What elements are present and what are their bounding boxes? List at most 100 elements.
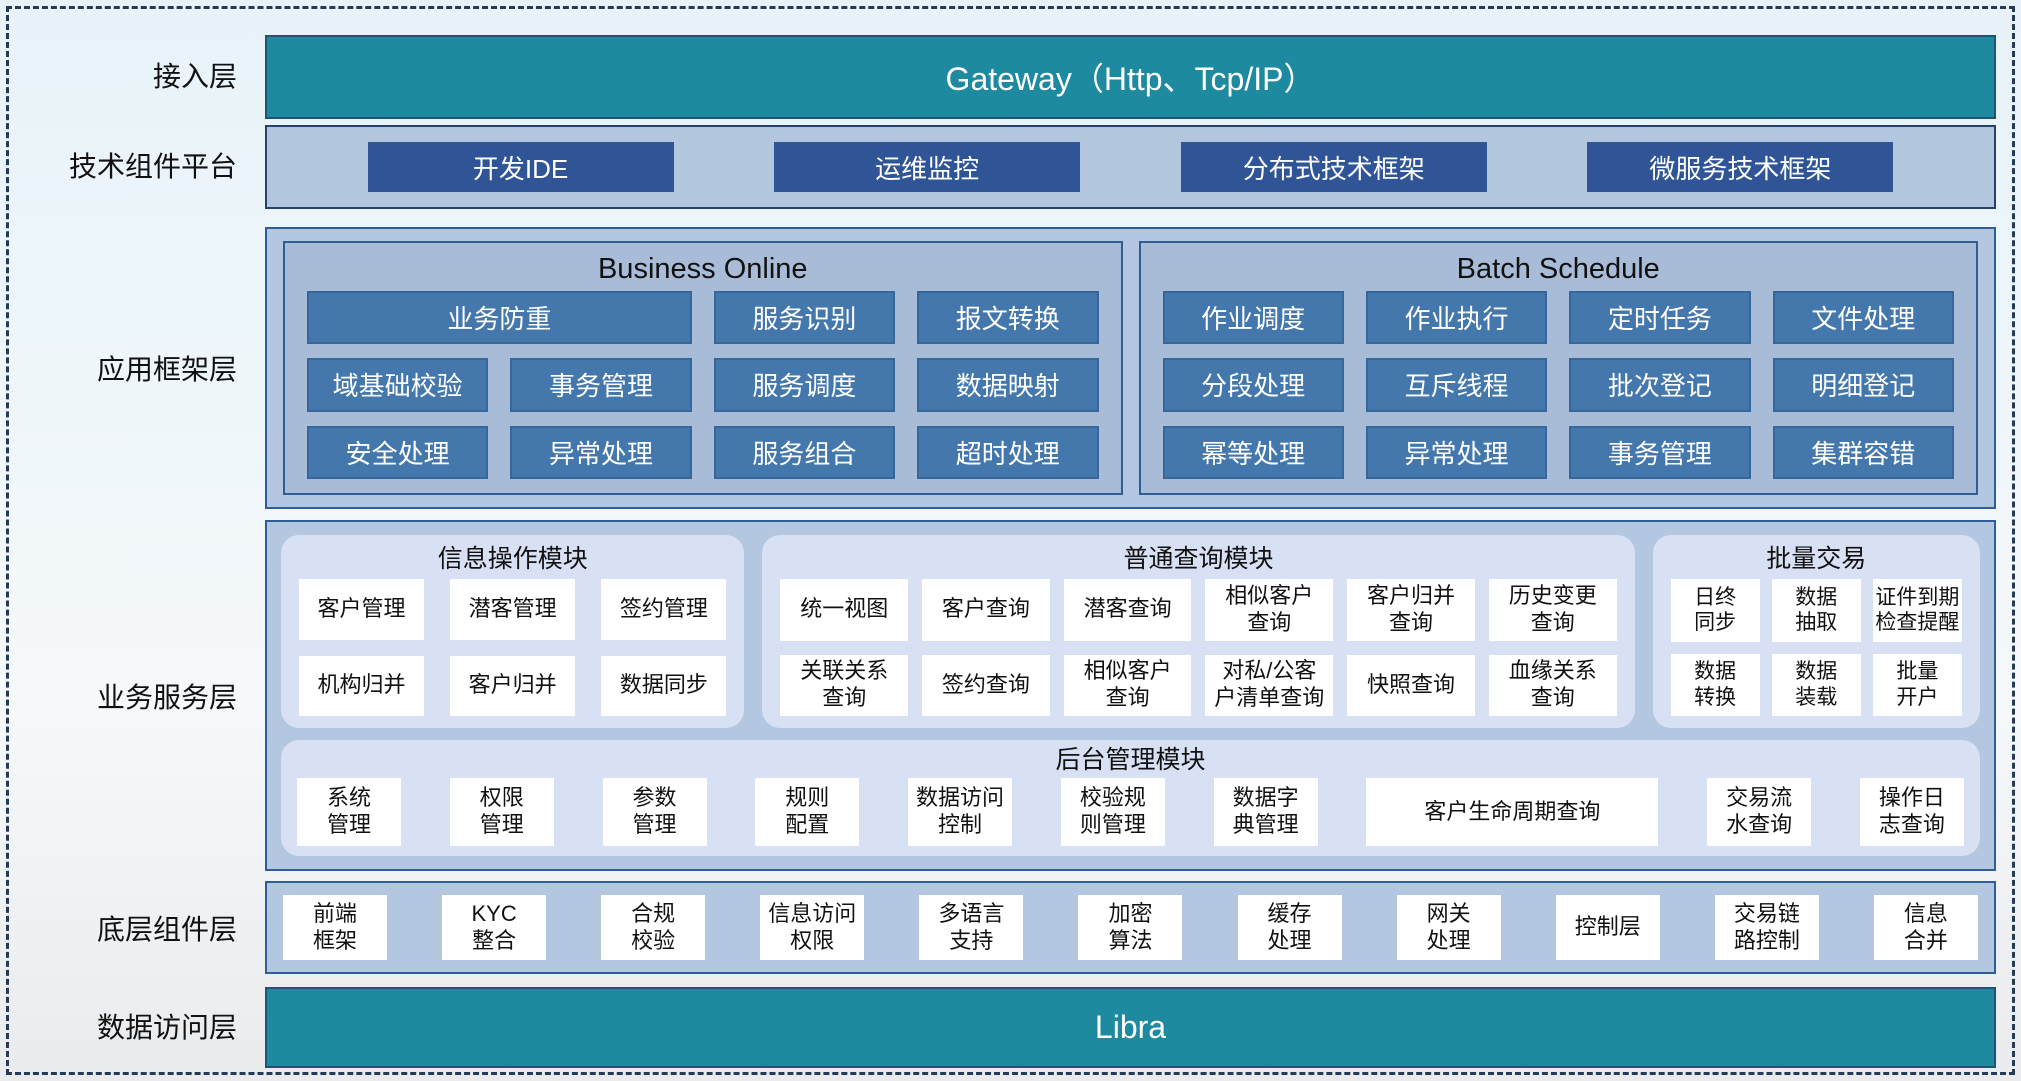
- service-item-box: 潜客管理: [450, 579, 576, 640]
- admin-module: 后台管理模块 系统 管理权限 管理参数 管理规则 配置数据访问 控制校验规 则管…: [281, 740, 1980, 856]
- framework-feature-box: 异常处理: [510, 425, 692, 479]
- framework-feature-box: 集群容错: [1772, 425, 1954, 479]
- service-item-box: 对私/公客 户清单查询: [1205, 654, 1334, 716]
- service-item-box: 统一视图: [780, 579, 909, 641]
- layer-label-business-service: 业务服务层: [96, 681, 237, 713]
- info-operation-title: 信息操作模块: [437, 545, 588, 573]
- framework-feature-box: 分段处理: [1162, 358, 1344, 412]
- framework-feature-box: 明细登记: [1772, 358, 1954, 412]
- base-component-box: 缓存 处理: [1237, 895, 1342, 960]
- admin-item-box: 操作日 志查询: [1859, 778, 1964, 846]
- base-component-box: 交易链 路控制: [1714, 895, 1819, 960]
- row-tech-platform: 技术组件平台 开发IDE 运维监控 分布式技术框架 微服务技术框架: [9, 125, 2012, 209]
- general-query-module: 普通查询模块 统一视图客户查询潜客查询相似客户 查询客户归并 查询历史变更 查询…: [762, 535, 1635, 728]
- service-item-box: 数据同步: [601, 655, 727, 716]
- admin-module-title: 后台管理模块: [1055, 746, 1206, 774]
- row-access-layer: 接入层 Gateway（Http、Tcp/IP）: [9, 35, 2012, 119]
- service-item-box: 客户归并: [450, 655, 576, 716]
- tech-component-box: 分布式技术框架: [1180, 142, 1487, 192]
- service-item-box: 历史变更 查询: [1488, 579, 1617, 641]
- framework-feature-box: 报文转换: [917, 291, 1099, 345]
- business-online-group: Business Online 业务防重服务识别报文转换域基础校验事务管理服务调…: [283, 241, 1123, 495]
- base-component-box: 信息 合并: [1873, 895, 1978, 960]
- libra-bar: Libra: [265, 987, 1996, 1068]
- batch-schedule-group: Batch Schedule 作业调度作业执行定时任务文件处理分段处理互斥线程批…: [1138, 241, 1978, 495]
- framework-feature-box: 事务管理: [1569, 425, 1751, 479]
- service-item-box: 相似客户 查询: [1205, 579, 1334, 641]
- service-item-box: 批量 开户: [1872, 653, 1962, 716]
- framework-feature-box: 作业执行: [1365, 291, 1548, 345]
- framework-feature-box: 作业调度: [1162, 291, 1344, 345]
- layer-label-base-components: 底层组件层: [96, 913, 237, 945]
- admin-item-box: 规则 配置: [755, 778, 860, 846]
- row-data-access: 数据访问层 Libra: [9, 987, 2012, 1068]
- service-modules: 信息操作模块 客户管理潜客管理签约管理机构归并客户归并数据同步 普通查询模块 统…: [281, 535, 1980, 728]
- base-component-box: 网关 处理: [1396, 895, 1501, 960]
- admin-item-box: 客户生命周期查询: [1366, 778, 1659, 846]
- layer-label-app-framework: 应用框架层: [96, 354, 237, 385]
- architecture-diagram: 接入层 Gateway（Http、Tcp/IP） 技术组件平台 开发IDE 运维监…: [6, 6, 2015, 1075]
- service-item-box: 血缘关系 查询: [1488, 654, 1617, 716]
- service-item-box: 证件到期 检查提醒: [1872, 579, 1962, 642]
- framework-feature-box: 文件处理: [1772, 291, 1954, 345]
- framework-feature-box: 异常处理: [1365, 425, 1548, 479]
- framework-feature-box: 域基础校验: [307, 358, 489, 412]
- general-query-title: 普通查询模块: [1123, 545, 1274, 573]
- admin-item-box: 系统 管理: [297, 778, 401, 846]
- app-framework-panel: Business Online 业务防重服务识别报文转换域基础校验事务管理 服务调…: [265, 227, 1996, 509]
- framework-feature-box: 业务防重: [307, 291, 692, 345]
- gateway-bar: Gateway（Http、Tcp/IP）: [265, 35, 1996, 119]
- service-item-box: 快照查询: [1347, 654, 1475, 716]
- business-service-panel: 信息操作模块 客户管理潜客管理签约管理机构归并客户归并数据同步 普通查询模块 统…: [265, 520, 1996, 871]
- batch-transaction-module: 批量交易 日终 同步数据 抽取证件到期 检查提醒数据 转换数据 装载批量 开户: [1652, 535, 1980, 728]
- framework-feature-box: 互斥线程: [1365, 358, 1548, 412]
- base-component-box: KYC 整合: [442, 895, 547, 960]
- batch-schedule-title: Batch Schedule: [1456, 253, 1660, 285]
- row-business-service: 业务服务层 信息操作模块 客户管理潜客管理签约管理机构归并客户归并数据同步 普通…: [9, 520, 2012, 871]
- framework-feature-box: 安全处理: [307, 425, 489, 479]
- base-component-box: 控制层: [1555, 895, 1660, 960]
- admin-item-box: 交易流 水查询: [1707, 778, 1812, 846]
- base-component-box: 合规 校验: [601, 895, 706, 960]
- admin-item-box: 数据访问 控制: [908, 778, 1013, 846]
- business-online-grid: 业务防重服务识别报文转换域基础校验事务管理服务调度数据映射安全处理异常处理服务组…: [307, 291, 1099, 479]
- framework-feature-box: 服务识别: [713, 291, 896, 345]
- libra-title: Libra: [1094, 1009, 1167, 1045]
- base-component-box: 多语言 支持: [919, 895, 1024, 960]
- service-item-box: 签约查询: [922, 654, 1050, 716]
- tech-component-box: 开发IDE: [367, 142, 674, 192]
- service-item-box: 数据 装载: [1771, 653, 1861, 716]
- admin-item-box: 数据字 典管理: [1213, 778, 1318, 846]
- layer-label-tech-platform: 技术组件平台: [68, 151, 237, 182]
- row-app-framework: 应用框架层 Business Online 业务防重服务识别报文转换域基础校验事…: [9, 227, 2012, 509]
- gateway-title: Gateway（Http、Tcp/IP）: [945, 61, 1316, 97]
- tech-component-box: 微服务技术框架: [1587, 142, 1894, 192]
- batch-transaction-grid: 日终 同步数据 抽取证件到期 检查提醒数据 转换数据 装载批量 开户: [1670, 579, 1962, 716]
- info-operation-module: 信息操作模块 客户管理潜客管理签约管理机构归并客户归并数据同步: [281, 535, 745, 728]
- admin-item-box: 参数 管理: [602, 778, 707, 846]
- layer-label-data-access: 数据访问层: [96, 1011, 237, 1043]
- service-item-box: 客户管理: [299, 579, 425, 640]
- service-item-box: 日终 同步: [1670, 579, 1760, 642]
- framework-feature-box: 数据映射: [917, 358, 1099, 412]
- service-item-box: 机构归并: [299, 655, 425, 716]
- admin-module-items: 系统 管理权限 管理参数 管理规则 配置数据访问 控制校验规 则管理数据字 典管…: [297, 778, 1964, 846]
- batch-transaction-title: 批量交易: [1766, 545, 1867, 573]
- business-online-title: Business Online: [597, 253, 808, 285]
- framework-feature-box: 定时任务: [1569, 291, 1751, 345]
- layer-label-access: 接入层: [152, 61, 237, 92]
- admin-item-box: 校验规 则管理: [1060, 778, 1165, 846]
- framework-feature-box: 服务调度: [713, 358, 896, 412]
- service-item-box: 数据 抽取: [1771, 579, 1861, 642]
- base-component-box: 信息访问 权限: [760, 895, 865, 960]
- tech-platform-panel: 开发IDE 运维监控 分布式技术框架 微服务技术框架: [265, 125, 1996, 209]
- framework-feature-box: 批次登记: [1569, 358, 1751, 412]
- service-item-box: 数据 转换: [1670, 653, 1760, 716]
- service-item-box: 潜客查询: [1063, 579, 1192, 641]
- tech-component-box: 运维监控: [774, 142, 1081, 192]
- layer-rows: 接入层 Gateway（Http、Tcp/IP） 技术组件平台 开发IDE 运维监…: [9, 9, 2012, 1072]
- service-item-box: 关联关系 查询: [780, 654, 909, 716]
- framework-feature-box: 超时处理: [917, 425, 1099, 479]
